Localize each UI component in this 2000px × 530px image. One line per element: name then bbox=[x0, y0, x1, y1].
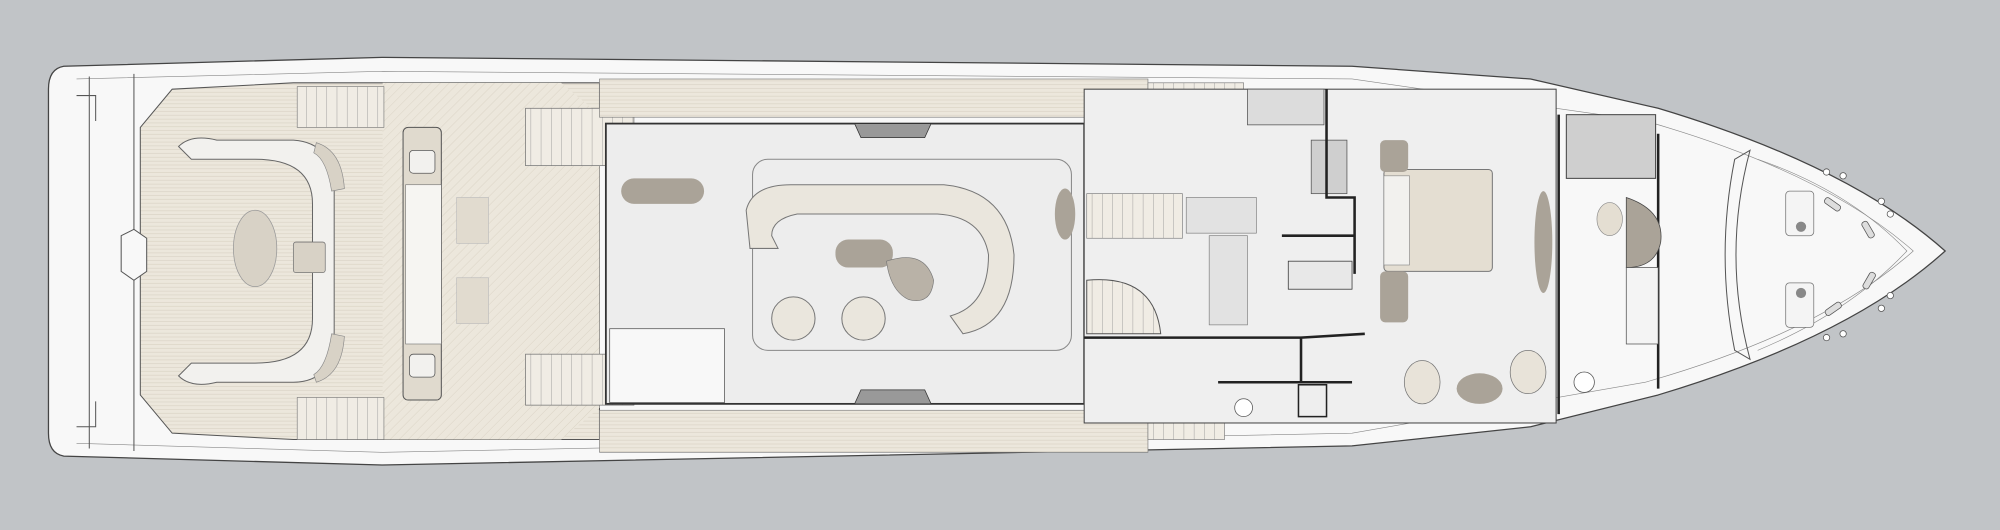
hull-inner-line bbox=[76, 71, 1914, 453]
galley-walls bbox=[1281, 89, 1356, 274]
lounge-chair[interactable] bbox=[1509, 349, 1547, 395]
dining-bench[interactable] bbox=[1208, 235, 1248, 326]
windlass-drum bbox=[1795, 287, 1807, 299]
crew-vanity bbox=[1625, 267, 1659, 345]
nightstand bbox=[1380, 271, 1409, 323]
head-shower bbox=[1297, 383, 1328, 418]
nightstand bbox=[1380, 140, 1409, 172]
lounge-chair[interactable] bbox=[1403, 360, 1441, 405]
mooring-cleat bbox=[1824, 197, 1842, 212]
spiral-stairs[interactable] bbox=[1086, 279, 1162, 335]
mooring-cleat bbox=[1861, 220, 1875, 239]
aft-side-table bbox=[292, 241, 326, 274]
bar-stool[interactable] bbox=[409, 353, 436, 378]
salon-area-rug bbox=[752, 158, 1072, 351]
interior-walls bbox=[1084, 332, 1365, 384]
aft-stairs-starboard[interactable] bbox=[296, 397, 385, 440]
salon-ottoman[interactable] bbox=[886, 257, 934, 301]
galley-cooktop bbox=[1310, 139, 1348, 195]
interior-stairs[interactable] bbox=[1086, 193, 1183, 239]
bed-pillows bbox=[1383, 175, 1410, 266]
toilet bbox=[1234, 398, 1253, 417]
salon-curved-sofa[interactable] bbox=[745, 184, 1015, 335]
dining-bench[interactable] bbox=[1185, 197, 1257, 234]
salon-side-chair[interactable] bbox=[1054, 188, 1076, 240]
salon-armchair[interactable] bbox=[841, 296, 886, 341]
salon-armchair[interactable] bbox=[771, 296, 816, 341]
salon-console bbox=[621, 178, 705, 204]
anchor-windlass[interactable] bbox=[1785, 190, 1815, 237]
fairleads bbox=[1822, 168, 1894, 342]
bulkhead bbox=[1557, 114, 1660, 415]
deck-hatch bbox=[456, 197, 489, 244]
windlass-drum bbox=[1795, 221, 1807, 232]
deck-hatch bbox=[456, 277, 489, 324]
aft-stairs-port[interactable] bbox=[296, 86, 385, 128]
side-deck-port bbox=[599, 78, 1149, 118]
lounge-table[interactable] bbox=[1456, 373, 1503, 404]
salon-door-bay bbox=[609, 328, 725, 403]
crew-stool[interactable] bbox=[1596, 202, 1623, 237]
aft-u-sofa[interactable] bbox=[177, 137, 335, 385]
crew-chair[interactable] bbox=[1625, 196, 1662, 268]
galley-counter bbox=[1247, 88, 1325, 126]
mooring-cleat bbox=[1862, 271, 1876, 290]
aft-sofa-cushion-top bbox=[313, 142, 345, 192]
anchor-windlass[interactable] bbox=[1785, 282, 1815, 328]
transom-step bbox=[120, 228, 148, 281]
salon-tv-unit-bottom bbox=[853, 389, 932, 405]
crew-hatch[interactable] bbox=[1565, 114, 1657, 179]
aft-oval-table[interactable] bbox=[233, 209, 278, 288]
bar-stool[interactable] bbox=[409, 149, 436, 174]
salon-coffee-table[interactable] bbox=[835, 239, 893, 268]
aft-sofa-cushion-bottom bbox=[313, 333, 345, 383]
salon-tv-unit-top bbox=[853, 123, 932, 138]
crew-toilet bbox=[1573, 371, 1595, 393]
wine-rack bbox=[1287, 260, 1353, 290]
side-deck-starboard bbox=[599, 409, 1149, 453]
mooring-cleat bbox=[1824, 301, 1842, 316]
cabin-vanity bbox=[1534, 191, 1553, 294]
bar-seat-block bbox=[405, 184, 442, 345]
bow-deck-outline bbox=[1724, 149, 1751, 361]
